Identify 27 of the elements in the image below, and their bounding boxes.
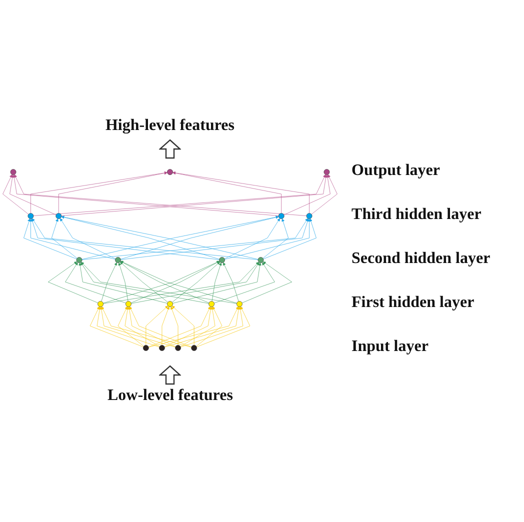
node-circle: [306, 213, 312, 219]
node-circle: [324, 169, 330, 175]
layer-label: Second hidden layer: [352, 250, 490, 268]
node-circle: [258, 257, 264, 263]
node-circle: [10, 169, 16, 175]
node-circle: [28, 213, 34, 219]
node-circle: [236, 301, 242, 307]
layer-label: Output layer: [352, 162, 440, 180]
layer-label: High-level features: [105, 117, 234, 136]
node-circle: [56, 213, 62, 219]
node-circle: [167, 301, 173, 307]
layer-label: Low-level features: [107, 386, 233, 405]
layer-label: First hidden layer: [352, 294, 474, 312]
node-circle: [208, 301, 215, 307]
layer-label: Third hidden layer: [352, 206, 482, 224]
node-circle: [115, 257, 121, 263]
node-circle: [175, 345, 181, 351]
node-circle: [126, 301, 132, 307]
node-circle: [98, 301, 104, 307]
layer-label: Input layer: [352, 338, 428, 356]
node-circle: [191, 345, 198, 351]
node-circle: [76, 257, 82, 263]
node-circle: [278, 213, 284, 219]
node-circle: [159, 345, 165, 351]
node-circle: [142, 345, 149, 351]
node-circle: [167, 169, 173, 175]
node-circle: [219, 257, 225, 263]
